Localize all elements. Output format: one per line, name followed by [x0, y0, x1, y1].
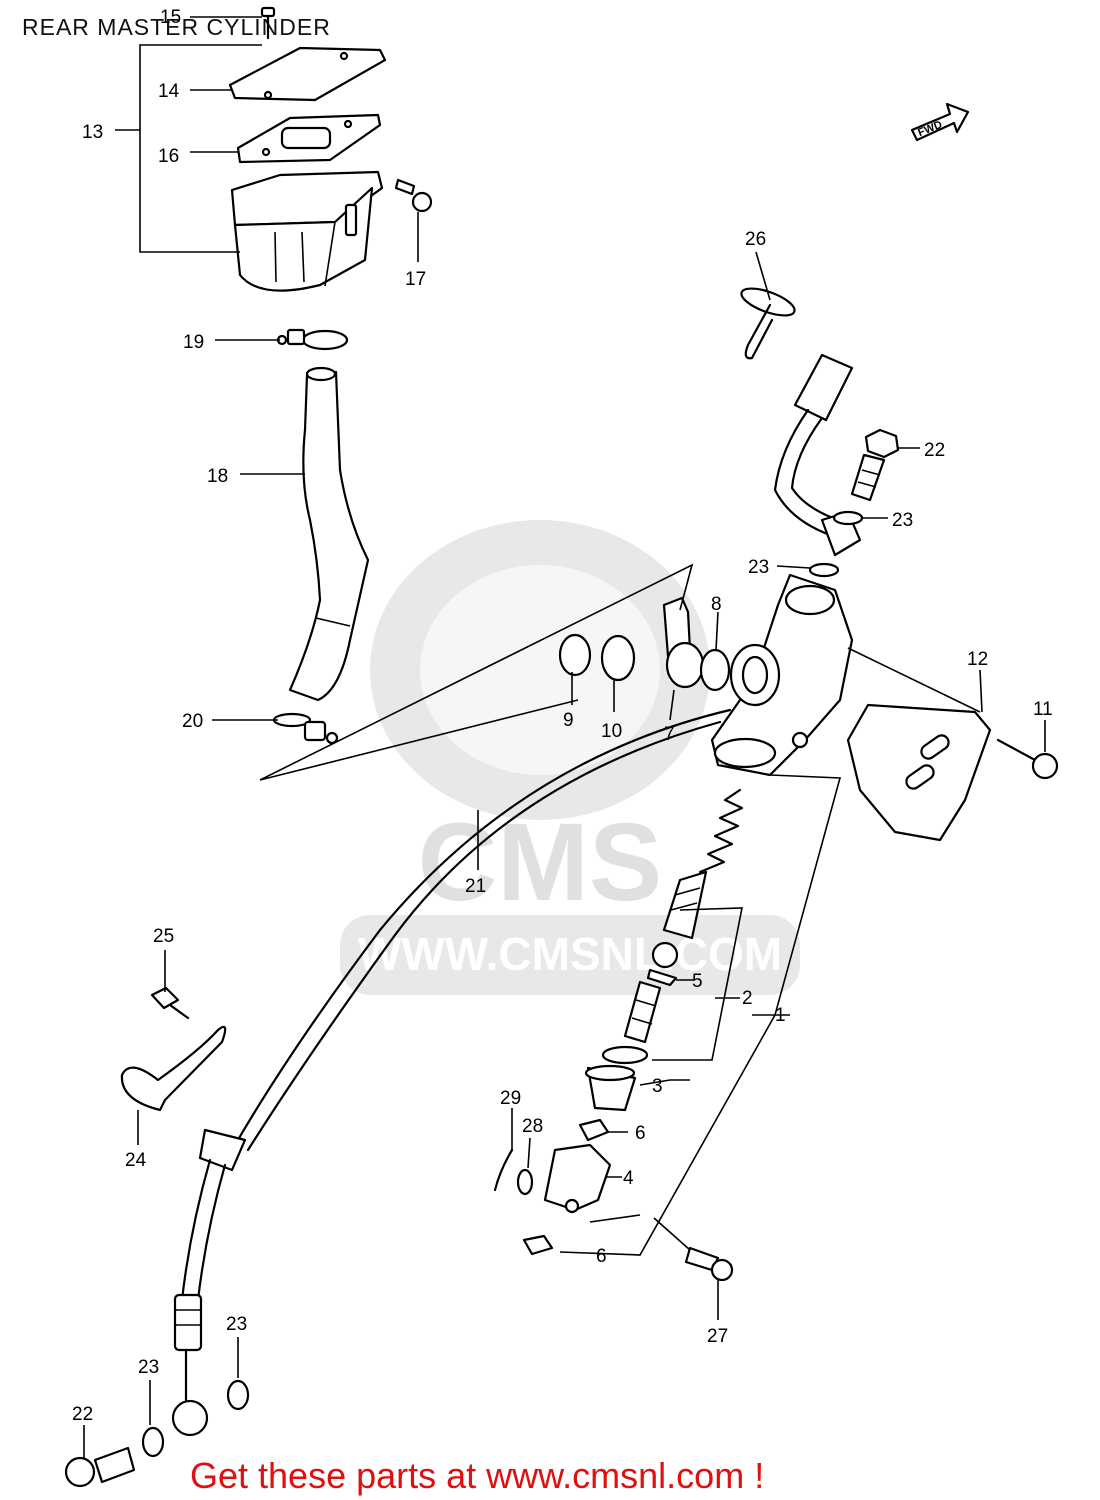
- part-15-screw: [260, 6, 276, 40]
- part-20-clamp: [272, 712, 339, 745]
- part-17-bolt: [394, 178, 433, 213]
- part-18-hose: [288, 366, 370, 702]
- callout-10: 10: [601, 721, 622, 742]
- part-23-washers-lower: [141, 1379, 250, 1458]
- part-22-union-bolt-lower: [64, 1446, 136, 1488]
- part-22-union-bolt: [850, 428, 900, 502]
- part-7-fitting: [662, 596, 705, 689]
- callout-8: 8: [711, 594, 722, 615]
- callout-3: 3: [652, 1076, 663, 1097]
- part-24-clip: [120, 1025, 227, 1112]
- callout-23c: 23: [226, 1314, 247, 1335]
- fwd-label: FWD: [916, 119, 944, 140]
- callout-9: 9: [563, 710, 574, 731]
- part-11-bolt: [996, 738, 1059, 780]
- part-8-o-ring: [699, 648, 731, 692]
- watermark-url: WWW.CMSNL.COM: [358, 928, 782, 980]
- callout-12: 12: [967, 649, 988, 670]
- watermark-brand: CMS: [418, 801, 662, 924]
- callout-17: 17: [405, 269, 426, 290]
- callout-27: 27: [707, 1326, 728, 1347]
- part-3-boot: [584, 1064, 637, 1112]
- callout-6: 6: [635, 1123, 646, 1144]
- callout-18: 18: [207, 466, 228, 487]
- callout-1: 1: [775, 1005, 786, 1026]
- callout-4: 4: [623, 1168, 634, 1189]
- part-19-clamp: [276, 328, 349, 351]
- footer-link[interactable]: Get these parts at www.cmsnl.com !: [190, 1455, 765, 1496]
- part-12-guard: [846, 703, 992, 842]
- callout-23b: 23: [748, 557, 769, 578]
- part-2-piston: [651, 870, 708, 969]
- part-13-reservoir-body: [230, 170, 384, 292]
- callout-16: 16: [158, 146, 179, 167]
- callout-15: 15: [160, 7, 181, 28]
- callout-20: 20: [182, 711, 203, 732]
- callout-13: 13: [82, 122, 103, 143]
- reservoir-assembly: [228, 6, 433, 745]
- callout-23d: 23: [138, 1357, 159, 1378]
- callout-labels: 15 14 13 16 17 19 18 20 26 22 23 23 8 9 …: [72, 7, 1053, 1425]
- callout-24: 24: [125, 1150, 147, 1171]
- part-circlip: [601, 1045, 649, 1065]
- callout-11: 11: [1033, 699, 1053, 720]
- callout-26: 26: [745, 229, 766, 250]
- part-28-washer: [516, 1168, 534, 1196]
- part-10-washer: [600, 634, 636, 682]
- callout-6b: 6: [596, 1246, 607, 1267]
- callout-7: 7: [664, 724, 675, 745]
- part-26-clip: [740, 287, 796, 360]
- part-23-washer: [808, 510, 864, 578]
- callout-5: 5: [692, 971, 703, 992]
- part-14-cap: [228, 46, 387, 102]
- part-21-hose: [171, 708, 732, 1437]
- callout-14: 14: [158, 81, 180, 102]
- callout-25: 25: [153, 926, 174, 947]
- callout-2: 2: [742, 988, 753, 1009]
- part-25-bolt: [150, 986, 190, 1020]
- part-29-cotter-pin: [493, 1148, 514, 1192]
- part-9-circlip: [558, 633, 592, 677]
- callout-22: 22: [924, 440, 945, 461]
- callout-21: 21: [465, 876, 486, 897]
- part-16-diaphragm: [236, 113, 382, 164]
- part-spring: [698, 788, 744, 874]
- fwd-arrow-icon: FWD: [910, 102, 970, 142]
- part-4-clevis: [543, 1143, 612, 1214]
- callout-23: 23: [892, 510, 913, 531]
- callout-22b: 22: [72, 1404, 93, 1425]
- part-6-nut: [522, 1118, 610, 1256]
- part-5-push-rod: [623, 968, 678, 1044]
- part-27-pin: [684, 1246, 734, 1282]
- page-title: REAR MASTER CYLINDER: [22, 14, 331, 40]
- leader-lines: [83, 16, 1046, 1458]
- callout-29: 29: [500, 1088, 521, 1109]
- brake-hose-upper: [773, 256, 988, 648]
- callout-28: 28: [522, 1116, 543, 1137]
- callout-19: 19: [183, 332, 204, 353]
- master-cylinder-body: [710, 573, 854, 777]
